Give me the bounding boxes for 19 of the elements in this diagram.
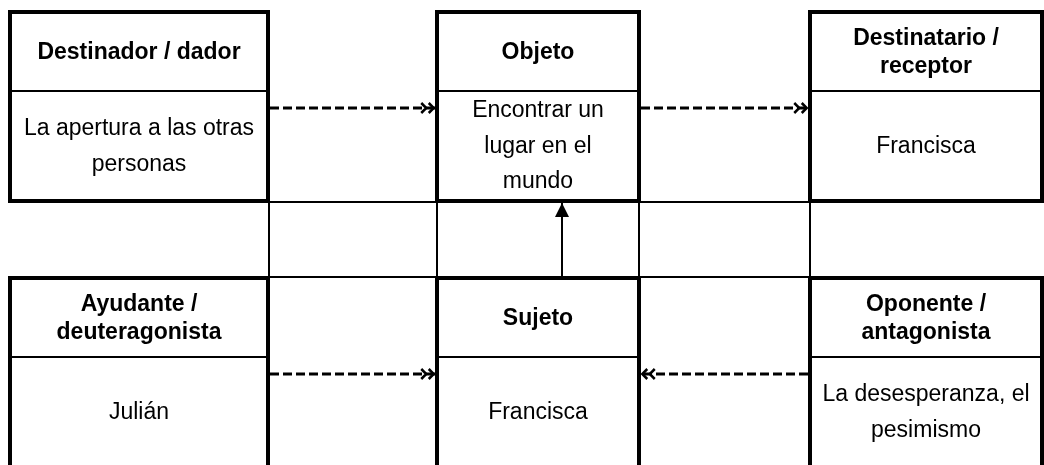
box-heading: Ayudante / deuteragonista xyxy=(12,280,266,358)
box-text: Francisca xyxy=(487,396,589,426)
box-heading: Destinador / dador xyxy=(12,14,266,92)
box-text: La apertura a las otras personas xyxy=(22,112,256,178)
actant-box xyxy=(808,276,1044,465)
box-heading: Objeto xyxy=(439,14,637,92)
arrow xyxy=(555,202,569,277)
box-heading: Destinatario / receptor xyxy=(812,14,1040,92)
actant-box xyxy=(8,10,270,203)
box-heading: Oponente / antagonista xyxy=(812,280,1040,358)
actant-box xyxy=(808,10,1044,203)
box-text: Francisca xyxy=(875,130,977,160)
box-text: Encontrar un lugar en el mundo xyxy=(471,95,605,196)
box-heading: Sujeto xyxy=(439,280,637,358)
box-text: La desesperanza, el pesimismo xyxy=(821,378,1031,444)
actant-box xyxy=(435,276,641,465)
box-text: Julián xyxy=(107,396,171,426)
actant-box xyxy=(435,10,641,203)
actant-box xyxy=(8,276,270,465)
